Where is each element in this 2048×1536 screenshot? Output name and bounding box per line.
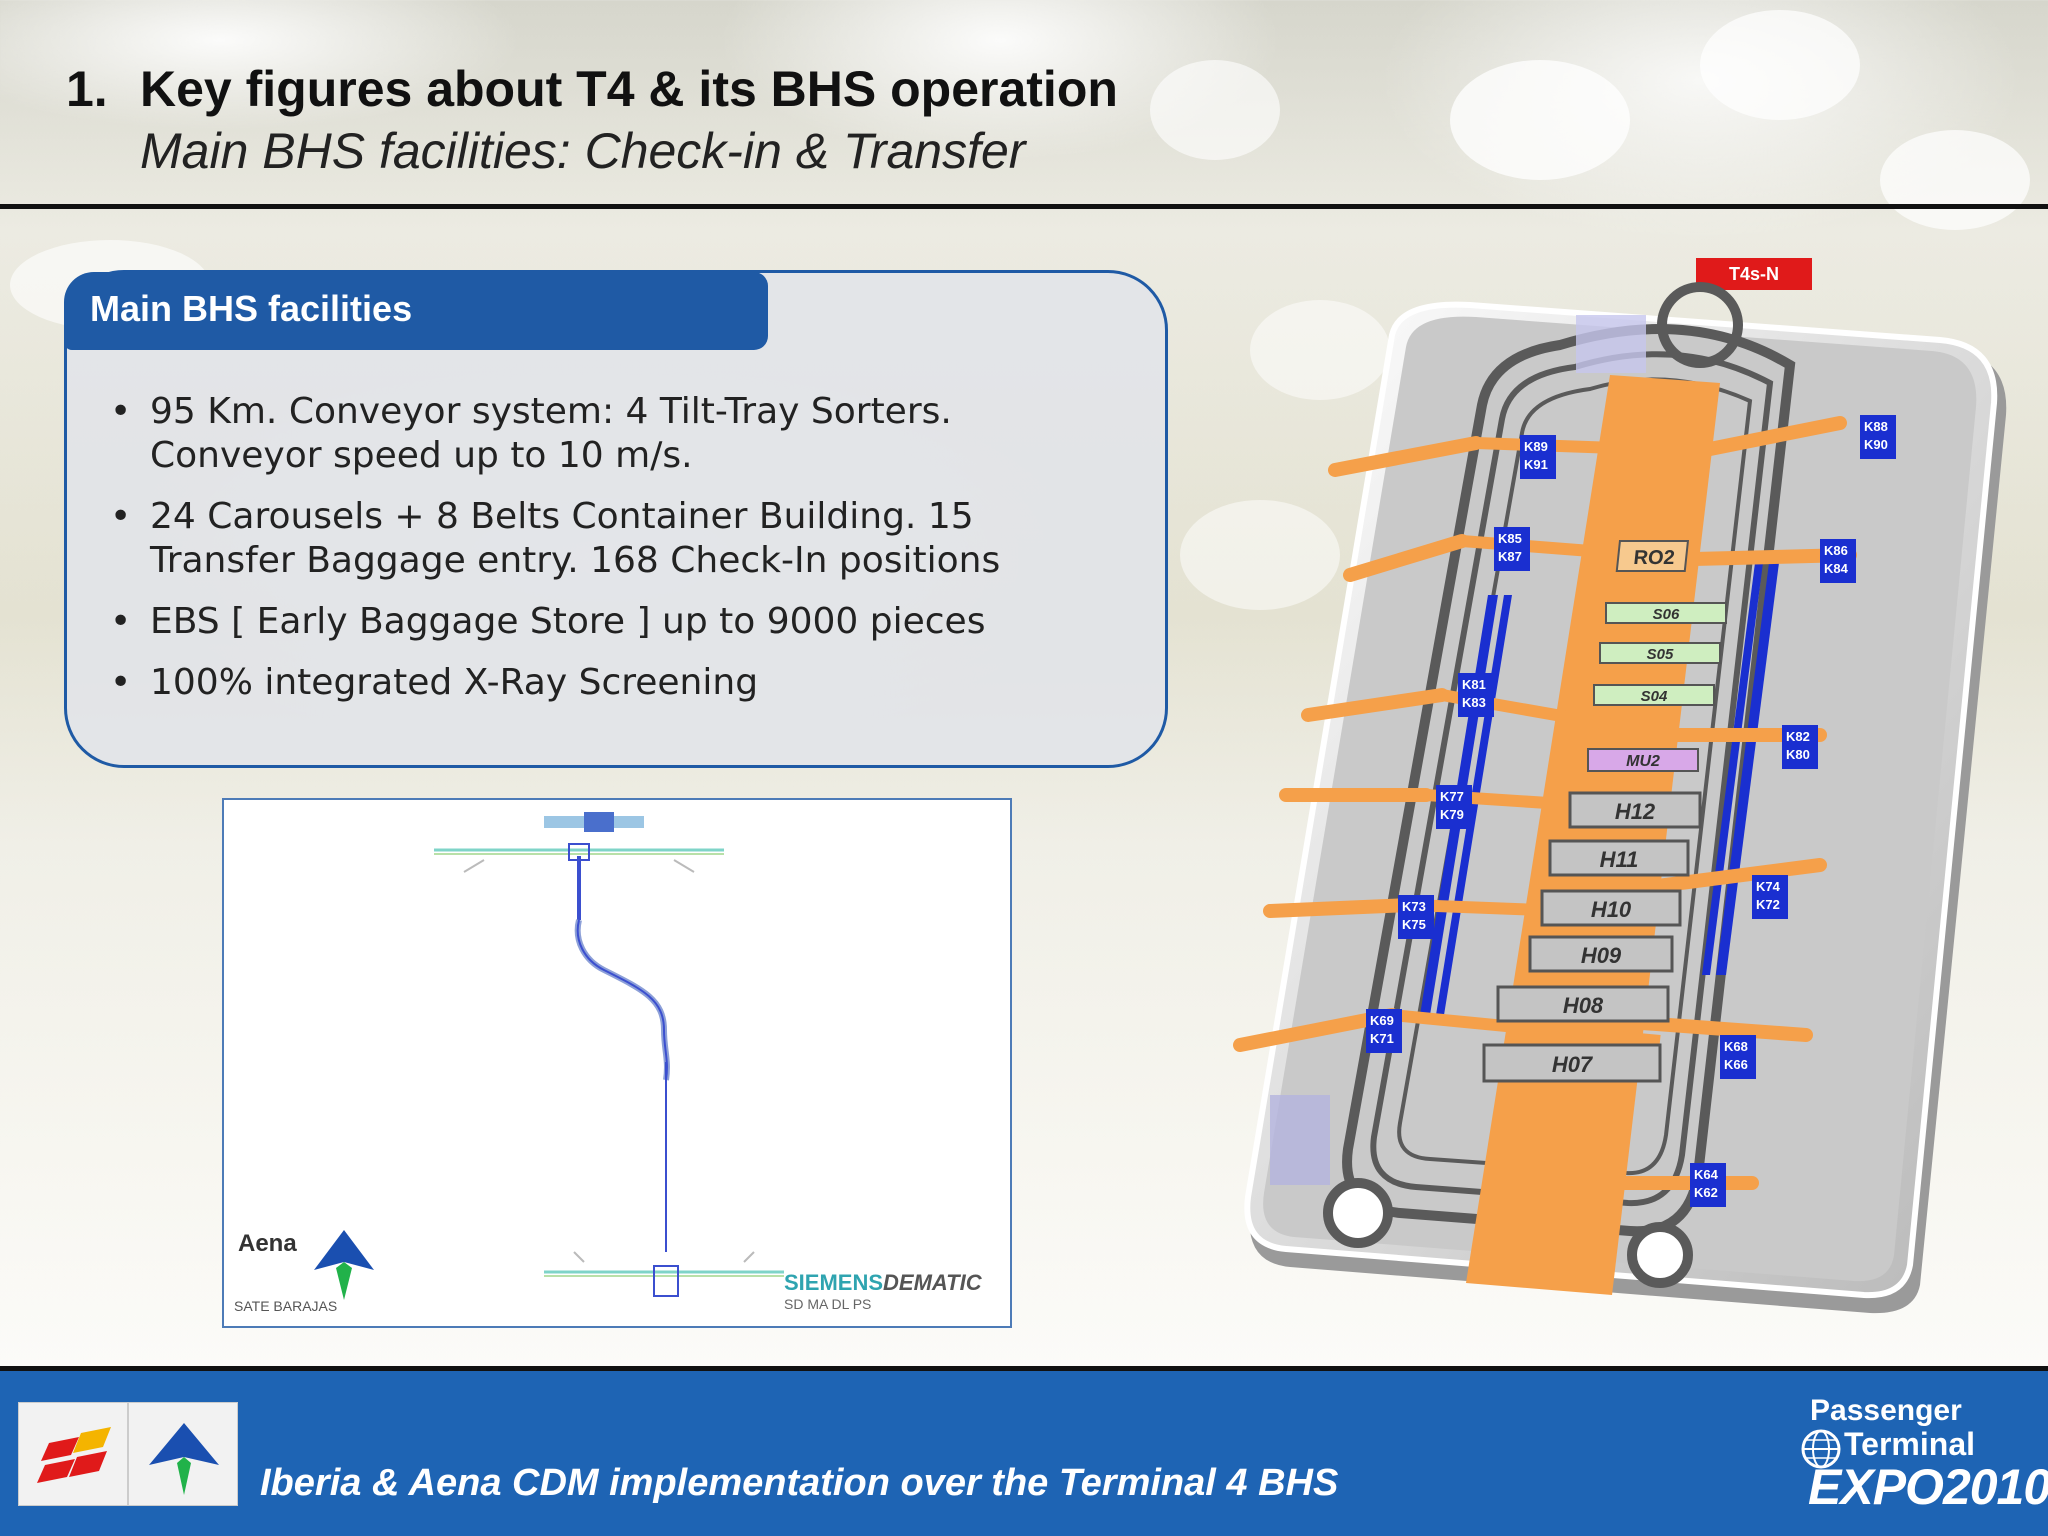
- drawing-code: SD MA DL PS: [784, 1296, 872, 1312]
- facilities-panel-tab: [64, 272, 768, 350]
- svg-text:K91: K91: [1524, 457, 1548, 472]
- gate-k68-k66: K68 K66: [1720, 1035, 1756, 1079]
- gate-k64-k62: K64 K62: [1690, 1163, 1726, 1207]
- svg-text:H11: H11: [1600, 847, 1639, 872]
- unit-h08: H08: [1496, 985, 1670, 1023]
- globe-icon: [1801, 1429, 1841, 1469]
- unit-h09: H09: [1528, 935, 1674, 973]
- layout-drawing: [314, 812, 784, 1300]
- terminal-tag: T4s-N: [1696, 258, 1812, 290]
- list-item: 95 Km. Conveyor system: 4 Tilt-Tray Sort…: [110, 390, 1120, 478]
- unit-h12: H12: [1568, 791, 1702, 829]
- svg-text:K75: K75: [1402, 917, 1426, 932]
- siemens-dematic-logo: SIEMENSDEMATIC: [784, 1270, 982, 1296]
- list-item: EBS [ Early Baggage Store ] up to 9000 p…: [110, 600, 1120, 644]
- pte-line3: EXPO2010: [1808, 1459, 2048, 1515]
- svg-text:K77: K77: [1440, 789, 1464, 804]
- svg-text:K69: K69: [1370, 1013, 1394, 1028]
- facilities-list: 95 Km. Conveyor system: 4 Tilt-Tray Sort…: [110, 390, 1120, 722]
- svg-text:H09: H09: [1581, 943, 1622, 968]
- pte-line1: Passenger: [1810, 1394, 1962, 1427]
- svg-text:K74: K74: [1756, 879, 1781, 894]
- gate-k86-k84: K86 K84: [1820, 539, 1856, 583]
- unit-s04: S04: [1593, 684, 1715, 706]
- svg-text:K68: K68: [1724, 1039, 1748, 1054]
- svg-text:K72: K72: [1756, 897, 1780, 912]
- svg-text:K73: K73: [1402, 899, 1426, 914]
- svg-text:K90: K90: [1864, 437, 1888, 452]
- svg-text:MU2: MU2: [1626, 753, 1660, 770]
- svg-text:K89: K89: [1524, 439, 1548, 454]
- sate-label: SATE BARAJAS: [234, 1298, 338, 1314]
- list-item: 100% integrated X-Ray Screening: [110, 661, 1120, 705]
- unit-h10: H10: [1540, 889, 1682, 927]
- footer-bar: [0, 1371, 2048, 1536]
- svg-text:K87: K87: [1498, 549, 1522, 564]
- ceiling-light: [1880, 130, 2030, 230]
- svg-text:H07: H07: [1552, 1052, 1594, 1077]
- gate-k69-k71: K69 K71: [1366, 1009, 1402, 1053]
- title-number: 1.: [66, 61, 108, 117]
- list-item: 24 Carousels + 8 Belts Container Buildin…: [110, 495, 1120, 583]
- ceiling-light: [1450, 60, 1630, 180]
- page-title: 1. Key figures about T4 & its BHS operati…: [66, 60, 1118, 118]
- svg-text:S05: S05: [1647, 646, 1674, 663]
- svg-text:K83: K83: [1462, 695, 1486, 710]
- svg-text:RO2: RO2: [1632, 547, 1675, 569]
- passenger-terminal-expo-logo: Passenger Terminal EXPO2010: [1800, 1394, 2048, 1518]
- gate-k73-k75: K73 K75: [1398, 895, 1434, 939]
- gate-k77-k79: K77 K79: [1436, 785, 1472, 829]
- ceiling-light: [1700, 10, 1860, 120]
- unit-s05: S05: [1599, 642, 1721, 664]
- svg-text:H10: H10: [1591, 897, 1632, 922]
- svg-text:K86: K86: [1824, 543, 1848, 558]
- gate-k85-k87: K85 K87: [1494, 527, 1530, 571]
- svg-text:K82: K82: [1786, 729, 1810, 744]
- svg-text:H12: H12: [1615, 799, 1656, 824]
- footer-divider: [0, 1366, 2048, 1371]
- unit-s06: S06: [1605, 602, 1727, 624]
- aena-label: Aena: [238, 1230, 297, 1257]
- unit-h11: H11: [1548, 839, 1690, 877]
- svg-text:K62: K62: [1694, 1185, 1718, 1200]
- svg-text:K84: K84: [1824, 561, 1849, 576]
- gate-labels-right: K88 K90 K86 K84 K82 K80 K74 K72 K68 K66 …: [1690, 415, 1896, 1207]
- svg-text:S04: S04: [1641, 688, 1668, 705]
- pte-line2: Terminal: [1844, 1426, 1975, 1462]
- svg-text:K88: K88: [1864, 419, 1888, 434]
- svg-text:K71: K71: [1370, 1031, 1394, 1046]
- svg-text:K81: K81: [1462, 677, 1486, 692]
- siemens-label: SIEMENS: [784, 1270, 884, 1295]
- title-main: Key figures about T4 & its BHS operation: [140, 61, 1118, 117]
- svg-text:K85: K85: [1498, 531, 1522, 546]
- terminal-diagram: RO2 S06 S05 S04 MU2 H12 H11 H10 H09 H08 …: [1233, 282, 2007, 1314]
- svg-text:K79: K79: [1440, 807, 1464, 822]
- svg-text:S06: S06: [1653, 606, 1680, 623]
- svg-text:H08: H08: [1563, 993, 1604, 1018]
- ceiling-light: [1150, 60, 1280, 160]
- gate-k82-k80: K82 K80: [1782, 725, 1818, 769]
- unit-h07: H07: [1482, 1043, 1662, 1083]
- facilities-heading: Main BHS facilities: [90, 288, 413, 329]
- title-divider: [0, 204, 2048, 209]
- gate-k89-k91: K89 K91: [1520, 435, 1556, 479]
- footer-text: Iberia & Aena CDM implementation over th…: [260, 1462, 1339, 1504]
- svg-text:K66: K66: [1724, 1057, 1748, 1072]
- gate-labels-left: K89 K91 K85 K87 K81 K83 K77 K79 K73 K75 …: [1366, 435, 1556, 1053]
- iberia-logo: [18, 1402, 128, 1506]
- page-subtitle: Main BHS facilities: Check-in & Transfer: [140, 123, 1026, 179]
- dematic-label: DEMATIC: [883, 1270, 982, 1295]
- unit-mu2: MU2: [1587, 748, 1699, 772]
- svg-text:K64: K64: [1694, 1167, 1719, 1182]
- gate-k81-k83: K81 K83: [1458, 673, 1494, 717]
- bhs-layout-map: Aena SATE BARAJAS SIEMENSDEMATIC SD MA D…: [222, 798, 1012, 1328]
- gate-k74-k72: K74 K72: [1752, 875, 1788, 919]
- unit-ro2: RO2: [1615, 540, 1690, 572]
- svg-text:K80: K80: [1786, 747, 1810, 762]
- aena-logo: [128, 1402, 238, 1506]
- gate-k88-k90: K88 K90: [1860, 415, 1896, 459]
